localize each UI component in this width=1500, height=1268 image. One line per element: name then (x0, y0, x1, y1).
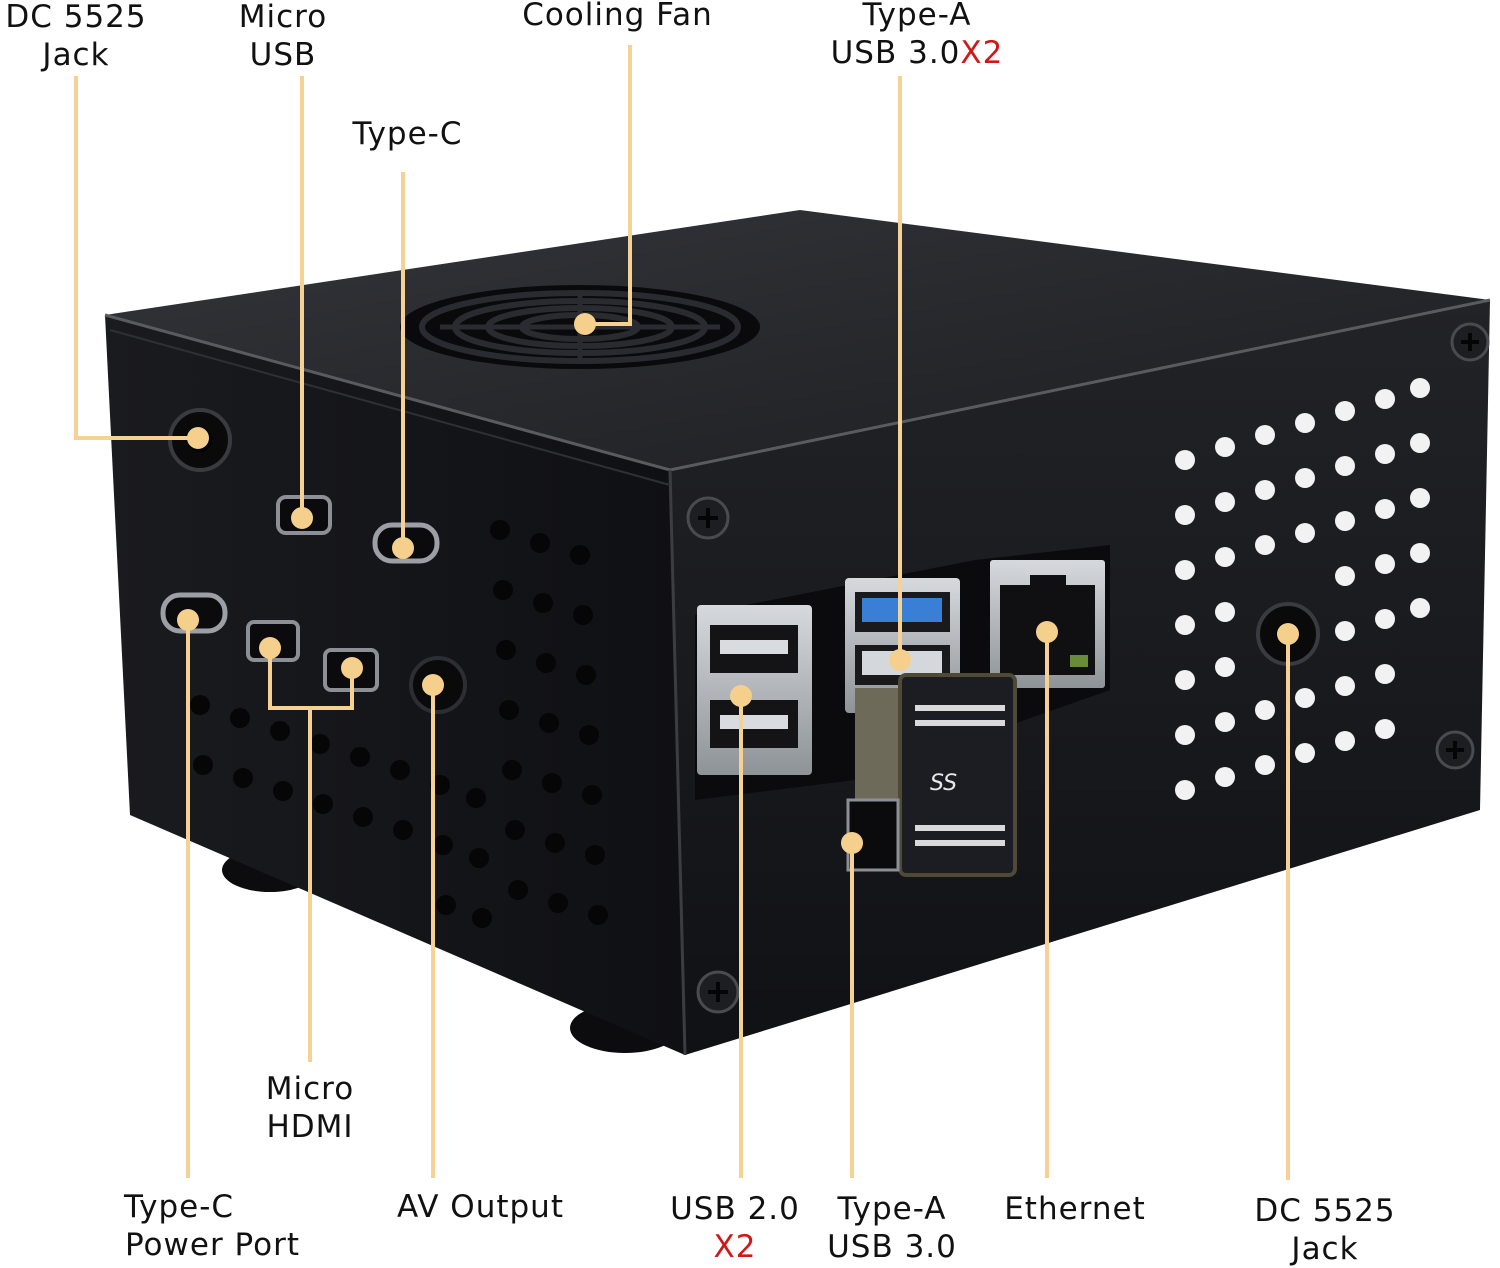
label-dc-jack-right: DC 5525 Jack (1240, 1192, 1410, 1268)
label-dc-jack-right-line1: DC 5525 (1254, 1193, 1396, 1229)
usb3-adapter-board: SS (846, 673, 1017, 877)
label-type-a-usb3-x2: Type-A USB 3.0X2 (812, 0, 1022, 72)
label-usb2-x2: USB 2.0 X2 (655, 1190, 815, 1266)
leader-dc-jack-left (74, 76, 198, 440)
case-front-face (105, 315, 685, 1055)
screw-icon (696, 970, 740, 1014)
label-type-a-usb3: Type-A USB 3.0 (812, 1190, 972, 1266)
usb2-port-stack (697, 605, 812, 775)
label-type-a-usb3-x2-line2: USB 3.0 (830, 35, 961, 71)
side-vent-holes (1175, 378, 1430, 800)
leader-lines (74, 45, 1290, 1180)
label-micro-usb-line2: USB (249, 37, 317, 73)
label-cooling-fan: Cooling Fan (495, 0, 740, 34)
label-cooling-fan-line1: Cooling Fan (522, 0, 713, 33)
label-type-a-usb3-x2-line1: Type-A (862, 0, 972, 33)
screw-icon (1435, 730, 1475, 770)
screw-icon (1450, 322, 1490, 362)
case-lid-edge (109, 329, 671, 486)
label-type-a-usb3-x2-line2-wrap: USB 3.0X2 (812, 34, 1022, 72)
label-type-a-usb3-line1: Type-A (837, 1191, 947, 1227)
label-av-output-line1: AV Output (397, 1189, 564, 1225)
label-usb2-x2-line1: USB 2.0 (670, 1191, 800, 1227)
label-type-c-line1: Type-C (352, 116, 463, 152)
label-dc-jack-left-line1: DC 5525 (5, 0, 147, 35)
label-type-a-usb3-x2-multiplier: X2 (960, 35, 1004, 71)
label-micro-usb: Micro USB (218, 0, 348, 74)
label-type-a-usb3-line2: USB 3.0 (827, 1229, 957, 1265)
label-micro-hdmi-line2: HDMI (266, 1109, 354, 1145)
case-top (105, 210, 1490, 470)
label-type-c-power-line1: Type-C (124, 1189, 235, 1225)
label-micro-hdmi-line1: Micro (265, 1071, 355, 1107)
leader-cooling-fan (585, 45, 632, 326)
label-dc-jack-left: DC 5525 Jack (0, 0, 152, 74)
label-usb2-x2-multiplier: X2 (713, 1229, 757, 1265)
leader-dots (177, 313, 1299, 854)
label-ethernet-line1: Ethernet (1004, 1191, 1146, 1227)
front-vent-holes (190, 520, 608, 928)
case-edge (668, 469, 687, 1056)
label-type-c-power-line2: Power Port (124, 1227, 301, 1263)
screw-icon (686, 496, 730, 540)
label-av-output: AV Output (378, 1188, 583, 1226)
label-micro-hdmi: Micro HDMI (240, 1070, 380, 1146)
label-ethernet: Ethernet (990, 1190, 1160, 1228)
ss-usb-logo-icon: SS (930, 771, 957, 796)
label-micro-usb-line1: Micro (238, 0, 328, 35)
label-dc-jack-right-line2: Jack (1291, 1231, 1359, 1267)
label-type-c: Type-C (335, 115, 480, 153)
label-type-c-power: Type-C Power Port (100, 1188, 325, 1264)
label-dc-jack-left-line2: Jack (42, 37, 110, 73)
